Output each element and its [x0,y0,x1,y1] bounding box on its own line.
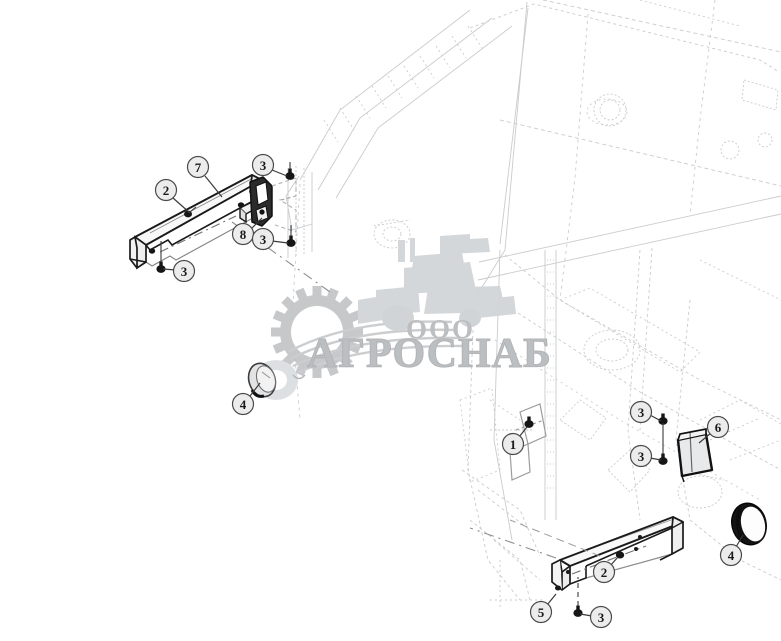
callout-circle[interactable] [231,392,255,416]
callout-circle[interactable] [589,605,613,629]
watermark-name: АГРОСНАБ [307,331,552,377]
callout-leader-line [204,175,223,198]
fastener-washer-2-lower [615,551,625,559]
callout-leader-line [518,426,528,438]
fastener-bolt-3-upper-right-a [285,162,295,180]
callout-circle[interactable] [629,400,653,424]
callout-3[interactable]: 3 [579,605,613,629]
phantom-seat-mark [292,374,306,380]
fastener-bolt-1-area [524,416,534,428]
callout-3[interactable]: 3 [629,400,662,424]
callout-leader-line [172,197,191,214]
callout-3[interactable]: 3 [251,227,289,251]
callout-circle[interactable] [251,227,275,251]
callout-4[interactable]: 4 [231,382,261,416]
callout-circle[interactable] [186,155,210,179]
callout-circle[interactable] [719,543,743,567]
callout-3[interactable]: 3 [251,153,288,177]
fastener-bolt-3-upper-right-b [286,225,296,247]
callout-circle[interactable] [172,259,196,283]
part-4-plug-cap-right [731,502,767,546]
callout-circle[interactable] [629,444,653,468]
callout-leader-line [649,414,662,422]
fastener-bolt-3-bottom [573,577,583,617]
callout-circle[interactable] [592,560,616,584]
part-7-upper-guard-panel [129,174,265,270]
callout-circle[interactable] [251,153,275,177]
callout-circle[interactable] [501,432,525,456]
callout-circle[interactable] [529,600,553,624]
callout-leader-line [698,432,712,444]
callout-leader-line [249,382,261,397]
callout-leader-line [250,217,263,230]
callout-leader-line [271,240,289,244]
projection-line-part7 [231,221,331,293]
part-8-mounting-bracket [249,176,297,233]
callout-leader-line [546,593,557,606]
fasteners-group [148,162,668,617]
watermark-agrosnab: ООО АГРОСНАБ [254,234,552,400]
fastener-bolt-3-upper-left [156,241,166,273]
callout-circle[interactable] [231,222,255,246]
callout-circle[interactable] [706,415,730,439]
part-5-lower-guard-panel [469,516,684,591]
combine-harvester-icon [358,234,516,331]
callout-5[interactable]: 5 [529,593,557,624]
callout-2[interactable]: 2 [154,178,191,214]
part-6-small-bracket [676,427,714,483]
callout-1[interactable]: 1 [501,426,528,456]
callout-3[interactable]: 3 [629,444,662,468]
callout-circle[interactable] [154,178,178,202]
callout-7[interactable]: 7 [186,155,223,198]
callout-leader-line [271,169,288,177]
field-rays-icon [287,320,463,375]
callout-3[interactable]: 3 [162,259,196,283]
callout-leader-line [735,534,744,548]
watermark-prefix: ООО [406,314,475,344]
